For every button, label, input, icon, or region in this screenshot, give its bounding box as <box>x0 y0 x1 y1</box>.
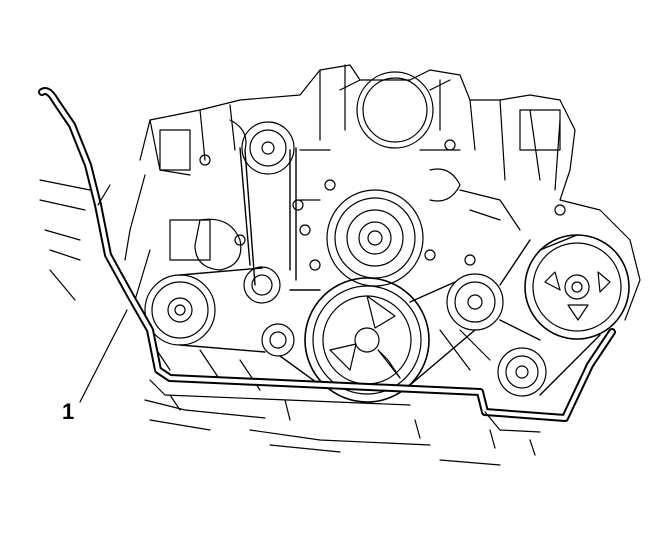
callout-label-1: 1 <box>62 399 75 424</box>
generator-pulley <box>144 274 216 346</box>
top-cover <box>339 71 451 149</box>
idler-pulley-top <box>241 121 295 175</box>
engine-block-outline <box>39 64 641 391</box>
ac-compressor-pulley <box>497 347 547 397</box>
hose-brackets <box>144 394 536 466</box>
power-steering-pulley <box>524 234 630 340</box>
hose-assembly <box>38 87 616 433</box>
tensioner-pulley <box>243 266 295 357</box>
callout-leader-line <box>79 309 128 403</box>
fasteners <box>199 139 566 271</box>
water-pump-pulley <box>326 189 424 287</box>
drive-belt <box>179 147 601 396</box>
